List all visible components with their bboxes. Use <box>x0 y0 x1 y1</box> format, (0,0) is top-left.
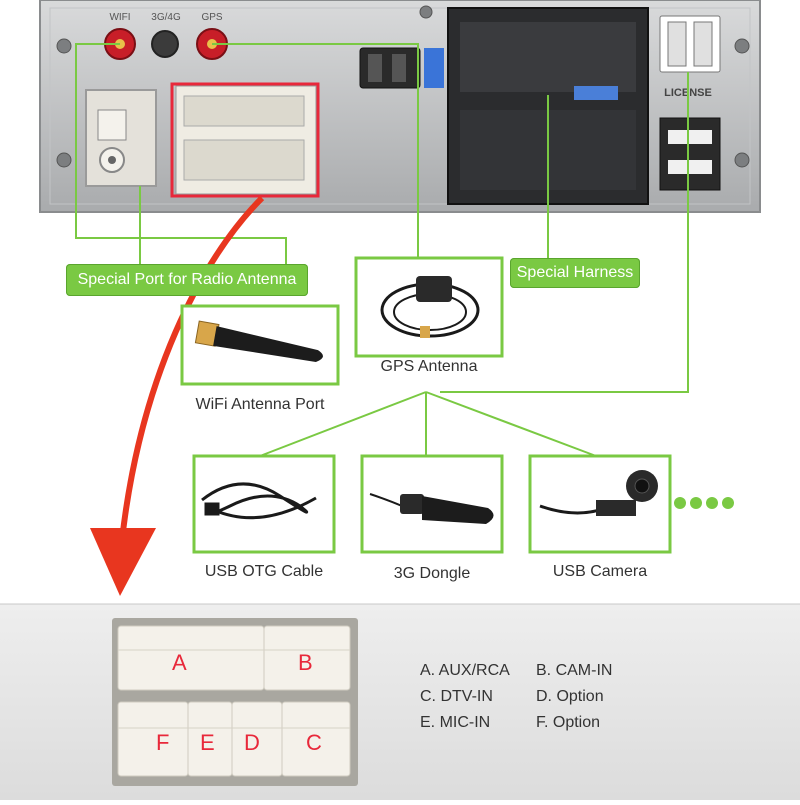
connector-detail-panel <box>0 603 800 800</box>
usb-camera-caption: USB Camera <box>552 563 648 580</box>
legend-e: E. MIC-IN <box>420 714 491 731</box>
wifi-port-label: WIFI <box>109 12 130 23</box>
multi-pin-connector <box>170 82 320 198</box>
plug-letter-e: E <box>200 730 215 755</box>
plug-letter-d: D <box>244 730 260 755</box>
plug-letter-c: C <box>306 730 322 755</box>
legend-c: C. DTV-IN <box>420 688 493 705</box>
usb-ports: LICENSE <box>659 15 721 191</box>
screw-icon <box>56 152 72 168</box>
screw-icon <box>734 152 750 168</box>
highlight-box <box>170 82 320 198</box>
screw-icon <box>734 38 750 54</box>
connection-lines <box>75 43 689 457</box>
port-hole-icon <box>151 30 179 58</box>
legend-b: B. CAM-IN <box>536 662 613 679</box>
usb-dongle-icon <box>369 493 494 524</box>
plug-b <box>263 625 351 691</box>
gps-antenna-frame <box>354 256 504 358</box>
wifi-antenna-frame <box>180 304 340 386</box>
plug-c <box>281 701 351 777</box>
usb-otg-frame <box>192 454 336 554</box>
plug-letter-b: B <box>298 650 313 675</box>
3g-port <box>151 30 179 58</box>
plug-letter-f: F <box>156 730 170 755</box>
arrow-head-icon <box>90 528 156 596</box>
legend-a: A. AUX/RCA <box>420 662 510 679</box>
usb-otg-caption: USB OTG Cable <box>204 563 324 580</box>
wifi-antenna-icon <box>194 320 323 362</box>
legend-d: D. Option <box>536 688 604 705</box>
wifi-antenna-caption: WiFi Antenna Port <box>195 396 325 413</box>
radio-antenna-socket <box>85 89 157 187</box>
radio-antenna-callout: Special Port for Radio Antenna <box>66 264 308 296</box>
screw-icon <box>56 38 72 54</box>
small-harness-plugs <box>359 47 444 89</box>
special-harness-callout: Special Harness <box>510 258 640 288</box>
head-unit-rear-panel: WIFI 3G/4G GPS <box>39 0 761 213</box>
plug-letter-a: A <box>172 650 187 675</box>
red-arrow <box>90 195 265 596</box>
3g-dongle-frame <box>360 454 504 554</box>
3g-port-label: 3G/4G <box>151 12 181 23</box>
plug-a <box>117 625 265 691</box>
more-items-dots-icon <box>674 497 734 509</box>
gps-antenna-caption: GPS Antenna <box>380 358 478 375</box>
usb-cable-icon <box>201 482 317 520</box>
usb-camera-frame <box>528 454 672 554</box>
3g-dongle-caption: 3G Dongle <box>393 565 471 582</box>
gps-antenna-icon <box>380 276 480 338</box>
screw-icon <box>419 5 433 19</box>
legend-f: F. Option <box>536 714 601 731</box>
camera-icon <box>539 470 658 516</box>
gps-port-label: GPS <box>201 12 222 23</box>
plug-f <box>117 701 189 777</box>
